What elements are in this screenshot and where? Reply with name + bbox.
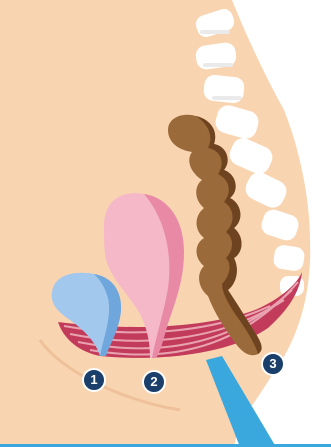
marker-3-badge: 3 xyxy=(261,352,285,376)
marker-1-badge: 1 xyxy=(82,368,106,392)
marker-2-badge: 2 xyxy=(142,370,166,394)
